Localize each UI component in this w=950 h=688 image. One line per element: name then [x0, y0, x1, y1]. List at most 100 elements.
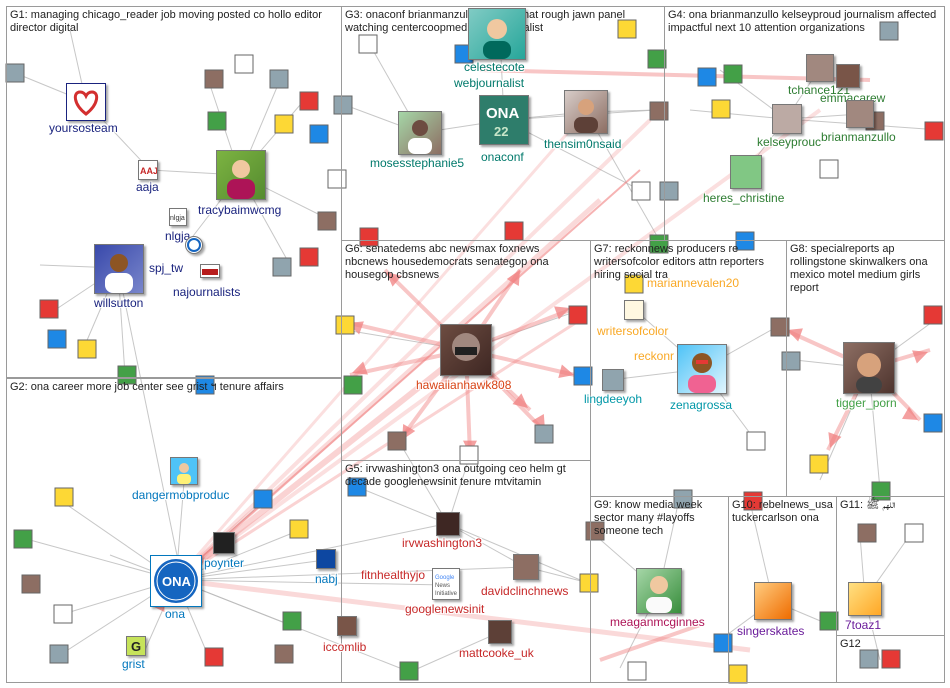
small-node[interactable] [723, 64, 743, 84]
small-node[interactable] [347, 477, 367, 497]
small-node[interactable] [857, 523, 877, 543]
node-nabj[interactable] [316, 549, 336, 569]
node-iccomlib[interactable] [337, 616, 357, 636]
node-poynter[interactable] [213, 532, 235, 554]
node-celestecote[interactable] [468, 8, 526, 60]
small-node[interactable] [39, 299, 59, 319]
node-heres_christine[interactable] [730, 155, 762, 189]
small-node[interactable] [317, 211, 337, 231]
node-nlgja[interactable]: nlgja [169, 208, 187, 226]
node-mattcooke_uk[interactable] [488, 620, 512, 644]
small-node[interactable] [299, 247, 319, 267]
small-node[interactable] [335, 315, 355, 335]
small-node[interactable] [117, 365, 137, 385]
small-node[interactable] [309, 124, 329, 144]
node-tracybaimwcmg[interactable] [216, 150, 266, 200]
small-node[interactable] [21, 574, 41, 594]
small-node[interactable] [923, 413, 943, 433]
small-node[interactable] [649, 101, 669, 121]
small-node[interactable] [819, 159, 839, 179]
node-najournalists[interactable] [200, 264, 220, 278]
small-node[interactable] [358, 34, 378, 54]
node-davidclinchnews[interactable] [513, 554, 539, 580]
node-dangermobproduc[interactable] [170, 457, 198, 485]
node-mosesstephanie5[interactable] [398, 111, 442, 155]
small-node[interactable] [904, 523, 924, 543]
small-node[interactable] [627, 661, 647, 681]
small-node[interactable] [272, 257, 292, 277]
small-node[interactable] [274, 644, 294, 664]
small-node[interactable] [49, 644, 69, 664]
small-node[interactable] [459, 445, 479, 465]
small-node[interactable] [333, 95, 353, 115]
small-node[interactable] [269, 69, 289, 89]
node-lingdeeyoh[interactable] [602, 369, 624, 391]
small-node[interactable] [274, 114, 294, 134]
node-aaja[interactable]: AAJA [138, 160, 165, 180]
small-node[interactable] [881, 649, 901, 669]
node-spj[interactable] [185, 236, 203, 254]
small-node[interactable] [204, 69, 224, 89]
small-node[interactable] [579, 573, 599, 593]
small-node[interactable] [207, 111, 227, 131]
node-7toaz1[interactable] [848, 582, 882, 616]
node-kelseyproud[interactable] [772, 104, 802, 134]
small-node[interactable] [631, 181, 651, 201]
small-node[interactable] [924, 121, 944, 141]
small-node[interactable] [871, 481, 891, 501]
small-node[interactable] [728, 664, 748, 684]
small-node[interactable] [649, 234, 669, 254]
node-singerskates[interactable] [754, 582, 792, 620]
small-node[interactable] [746, 431, 766, 451]
small-node[interactable] [713, 633, 733, 653]
small-node[interactable] [253, 489, 273, 509]
small-node[interactable] [770, 317, 790, 337]
small-node[interactable] [573, 366, 593, 386]
small-node[interactable] [879, 21, 899, 41]
small-node[interactable] [673, 489, 693, 509]
node-brianmanzullo[interactable] [846, 100, 874, 128]
small-node[interactable] [299, 91, 319, 111]
small-node[interactable] [617, 19, 637, 39]
node-tigger_porn[interactable] [843, 342, 895, 394]
small-node[interactable] [343, 375, 363, 395]
node-meaganmcginnes[interactable] [636, 568, 682, 614]
small-node[interactable] [735, 231, 755, 251]
small-node[interactable] [568, 305, 588, 325]
small-node[interactable] [282, 611, 302, 631]
small-node[interactable] [234, 54, 254, 74]
small-node[interactable] [534, 424, 554, 444]
small-node[interactable] [387, 431, 407, 451]
small-node[interactable] [399, 661, 419, 681]
small-node[interactable] [204, 647, 224, 667]
node-hawaiianhawk808[interactable] [440, 324, 492, 376]
node-tchance121[interactable] [806, 54, 834, 82]
small-node[interactable] [923, 305, 943, 325]
node-irvwashington3[interactable] [436, 512, 460, 536]
node-willsutton[interactable] [94, 244, 144, 294]
node-grist[interactable]: G [126, 636, 146, 656]
small-node[interactable] [697, 67, 717, 87]
small-node[interactable] [819, 611, 839, 631]
small-node[interactable] [624, 274, 644, 294]
small-node[interactable] [195, 375, 215, 395]
small-node[interactable] [54, 487, 74, 507]
small-node[interactable] [359, 227, 379, 247]
small-node[interactable] [77, 339, 97, 359]
node-yoursosteam[interactable] [66, 83, 106, 121]
node-emmacarew[interactable] [836, 64, 860, 88]
node-ona[interactable]: ONA [150, 555, 202, 607]
node-thensim0nsaid[interactable] [564, 90, 608, 134]
small-node[interactable] [859, 649, 879, 669]
small-node[interactable] [647, 49, 667, 69]
small-node[interactable] [13, 529, 33, 549]
node-zenagrossa[interactable] [677, 344, 727, 394]
small-node[interactable] [711, 99, 731, 119]
small-node[interactable] [53, 604, 73, 624]
small-node[interactable] [289, 519, 309, 539]
small-node[interactable] [47, 329, 67, 349]
small-node[interactable] [809, 454, 829, 474]
node-writersofcolor[interactable] [624, 300, 644, 320]
